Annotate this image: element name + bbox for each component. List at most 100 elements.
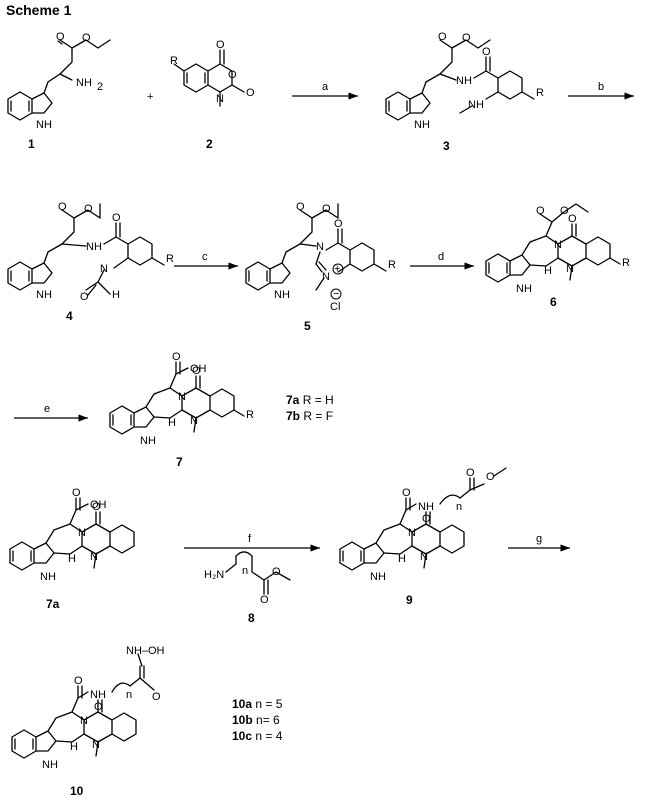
atom-r-5: R — [388, 259, 396, 271]
legend-7b: 7b R = F — [286, 409, 333, 423]
atom-o-6b: O — [560, 205, 569, 217]
scheme-title: Scheme 1 — [6, 2, 72, 18]
atom-n-7a: N — [178, 391, 186, 403]
atom-o-2a: O — [216, 39, 225, 51]
atom-n-5a: N — [316, 241, 324, 253]
step-label-g: g — [536, 533, 542, 545]
legend-10b: 10b n= 6 — [232, 713, 280, 727]
legend-7: 7a R = H 7b R = F — [286, 393, 334, 423]
atom-h-4: H — [112, 289, 120, 301]
compound-label-5: 5 — [304, 319, 311, 333]
step-label-b: b — [598, 81, 604, 93]
compound-2-structure: R O O O N — [170, 39, 255, 107]
atom-n-10-sub: n — [126, 689, 132, 701]
compound-label-3: 3 — [443, 139, 450, 153]
legend-10: 10a n = 5 10b n= 6 10c n = 4 — [232, 697, 283, 743]
compound-label-4: 4 — [66, 309, 73, 323]
compound-10-structure: O NH n NH–OH O O N N H NH — [11, 645, 165, 771]
atom-o-5b: O — [322, 203, 331, 215]
atom-nh-9a: NH — [418, 501, 434, 513]
atom-o-10c: O — [94, 701, 103, 713]
atom-o-3c: O — [482, 46, 491, 58]
atom-o-3a: O — [438, 31, 447, 43]
atom-o-9c: O — [486, 471, 495, 483]
atom-o-9d: O — [422, 513, 431, 525]
atom-nh-10a: NH — [90, 689, 106, 701]
atom-nh-4a: NH — [86, 241, 102, 253]
legend-10a: 10a n = 5 — [232, 697, 283, 711]
atom-o-10a: O — [74, 675, 83, 687]
atom-o-8a: O — [260, 594, 269, 606]
atom-n-5b: N — [322, 271, 330, 283]
atom-o-6a: O — [536, 205, 545, 217]
atom-n-9b: N — [420, 551, 428, 563]
legend-10c: 10c n = 4 — [232, 729, 283, 743]
compound-label-6: 6 — [550, 295, 557, 309]
atom-nh-3b: NH — [468, 99, 484, 111]
atom-o-2c: O — [246, 87, 255, 99]
atom-h-7a: H — [68, 553, 76, 565]
compound-label-2: 2 — [206, 137, 213, 151]
atom-o-4c: O — [112, 212, 121, 224]
atom-r-7: R — [246, 409, 254, 421]
step-label-d: d — [438, 251, 444, 263]
atom-o-10b: O — [152, 691, 161, 703]
atom-n-10b: N — [92, 739, 100, 751]
compound-7a-structure: O OH O N N H NH — [9, 487, 135, 583]
legend-7a: 7a R = H — [286, 393, 334, 407]
compound-4-structure: O O O NH N O H R NH — [7, 201, 174, 303]
svg-text:−: − — [333, 288, 339, 300]
atom-n-9a: N — [408, 527, 416, 539]
atom-h2n-8: H₂N — [204, 569, 224, 581]
atom-nh-7a: NH — [40, 571, 56, 583]
atom-n-7b: N — [190, 415, 198, 427]
atom-o-5c: O — [334, 218, 343, 230]
compound-7-structure: O OH O N N H R NH — [109, 351, 254, 447]
plus-sign: + — [147, 91, 153, 103]
atom-n-2: N — [216, 93, 224, 105]
svg-text:+: + — [334, 263, 340, 275]
atom-o-7a-1: O — [72, 487, 81, 499]
atom-h-6: H — [544, 265, 552, 277]
atom-nh-1: NH — [36, 119, 52, 131]
atom-nh-10b: NH — [42, 759, 58, 771]
atom-r-2: R — [170, 55, 178, 67]
atom-nh-4b: NH — [36, 289, 52, 301]
atom-o-4d: O — [80, 291, 89, 303]
reagent-8-structure: H₂N n O O — [204, 551, 291, 606]
atom-n-9-sub: n — [456, 501, 462, 513]
atom-o-8b: O — [272, 566, 281, 578]
atom-nh-5: NH — [274, 289, 290, 301]
compound-label-9: 9 — [406, 593, 413, 607]
atom-n-7a-2: N — [90, 551, 98, 563]
atom-n-10a: N — [80, 715, 88, 727]
compound-3-structure: O O O NH NH R NH — [385, 31, 544, 131]
step-label-a: a — [322, 81, 329, 93]
compound-1-structure: NH 2 O O NH — [7, 31, 111, 131]
atom-o-6c: O — [568, 213, 577, 225]
atom-n-6a: N — [554, 239, 562, 251]
atom-o-4b: O — [84, 203, 93, 215]
atom-o-7b: O — [192, 365, 201, 377]
atom-cl-5: Cl — [330, 301, 340, 313]
atom-nh-3c: NH — [414, 119, 430, 131]
compound-label-7: 7 — [176, 455, 183, 469]
step-label-c: c — [202, 251, 208, 263]
atom-oh-7a: OH — [90, 499, 107, 511]
atom-o-1b: O — [82, 32, 91, 44]
atom-h-7: H — [168, 417, 176, 429]
compound-label-8: 8 — [248, 611, 255, 625]
compound-label-7a: 7a — [46, 597, 60, 611]
svg-text:2: 2 — [97, 81, 103, 93]
atom-h-10: H — [70, 741, 78, 753]
atom-oh-7: OH — [190, 363, 207, 375]
atom-o-1a: O — [56, 31, 65, 43]
atom-h-9: H — [398, 553, 406, 565]
atom-o-9b: O — [466, 467, 475, 479]
atom-o-5a: O — [296, 201, 305, 213]
compound-label-1: 1 — [28, 137, 35, 151]
atom-o-2b: O — [228, 69, 237, 81]
compound-5-structure: + − O O O N N Cl R NH — [245, 201, 396, 313]
